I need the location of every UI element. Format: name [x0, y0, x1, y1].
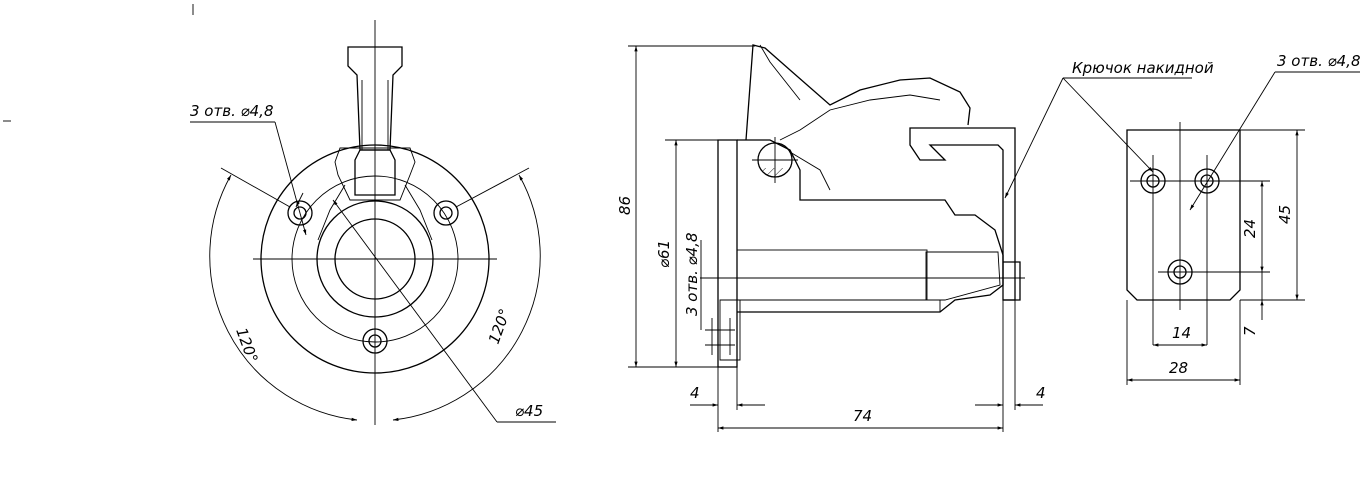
dim-74-label: 74	[853, 407, 872, 425]
hook-callout-label: Крючок накидной	[1072, 59, 1214, 77]
lever-detail	[759, 44, 831, 191]
dim-7-label: 7	[1241, 326, 1259, 336]
angle-arc-left	[209, 174, 358, 422]
hook-view: 3 отв. ⌀4,8 24 45 7 14 28	[1062, 52, 1361, 385]
side-holes-label: 3 отв. ⌀4,8	[683, 233, 701, 317]
bolt-hole-right	[433, 200, 459, 226]
flange-section	[719, 299, 741, 361]
dim-24-label: 24	[1241, 219, 1259, 238]
angle-extension-left	[220, 167, 291, 208]
hook-holes-label: 3 отв. ⌀4,8	[1277, 52, 1361, 70]
bolt-hole-bottom	[362, 328, 388, 354]
seal-crosshatch	[925, 251, 1001, 301]
angle-label-left: 120°	[232, 325, 261, 365]
angle-arc-right	[392, 174, 541, 422]
threaded-section	[736, 249, 928, 301]
dim-4-right-label: 4	[1036, 384, 1046, 402]
side-view: 86 ⌀61 3 отв. ⌀4,8 4 74 4 Крючок накидно…	[616, 44, 1214, 432]
angle-label-right: 120°	[485, 306, 514, 346]
dim-61-label: ⌀61	[655, 240, 673, 268]
hook-holes-leader	[1189, 71, 1276, 211]
diameter-leader	[332, 199, 498, 423]
end-cap	[1003, 261, 1021, 301]
dim-28-label: 28	[1169, 359, 1188, 377]
dim-45-label: 45	[1276, 205, 1294, 224]
flange-bolt	[705, 318, 735, 355]
tube-wall-section	[736, 299, 941, 313]
lever-top-profile	[745, 44, 971, 141]
holes-leader-line	[274, 121, 307, 236]
hook	[909, 127, 1016, 301]
hook-callout-leader	[1004, 77, 1064, 199]
holes-leader-tick	[295, 192, 304, 208]
lever-inner-profile	[779, 94, 941, 141]
dim-86-label: 86	[616, 196, 634, 215]
hook-view-callout-leader	[1062, 77, 1154, 173]
front-view: 120° 120° 3 отв. ⌀4,8 ⌀45	[190, 20, 556, 425]
flange-plate	[717, 139, 738, 368]
lever-handle-inner	[361, 80, 389, 150]
front-diameter-label: ⌀45	[515, 402, 543, 420]
dim-4-left-label: 4	[690, 384, 700, 402]
angle-extension-right	[455, 167, 530, 208]
front-holes-label: 3 отв. ⌀4,8	[190, 102, 274, 120]
dim-14-label: 14	[1172, 324, 1191, 342]
housing-outline	[737, 139, 1004, 313]
